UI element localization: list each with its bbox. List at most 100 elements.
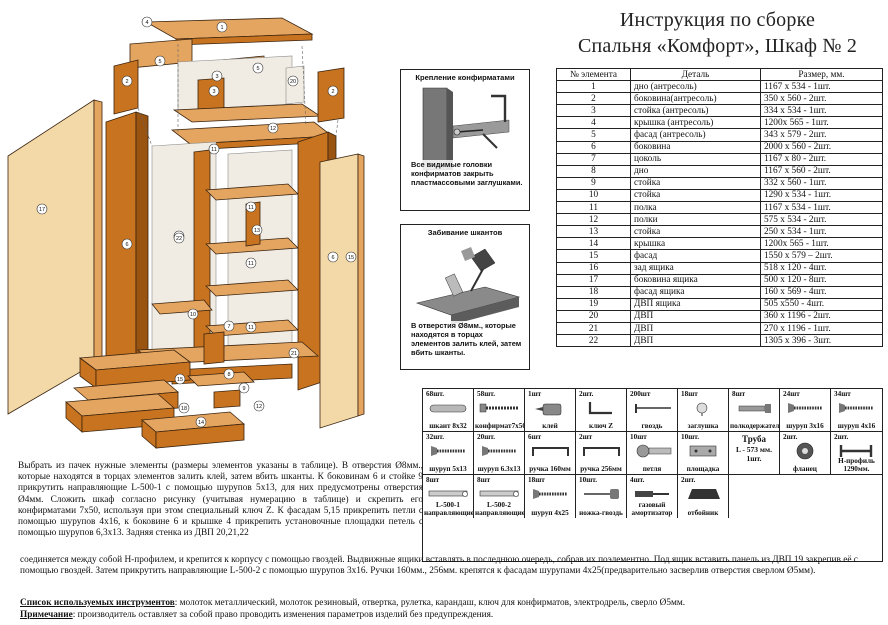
svg-text:8: 8 [227, 372, 230, 378]
svg-text:11: 11 [248, 325, 254, 331]
hardware-label: петля [642, 465, 662, 473]
hardware-quantity: 18шт [528, 476, 545, 484]
svg-text:11: 11 [211, 147, 217, 153]
svg-text:1: 1 [220, 25, 223, 31]
hardware-label: ручка 160мм [529, 465, 571, 473]
cell-part-name: цоколь [630, 152, 761, 166]
cell-part-name: ДВП [630, 309, 761, 323]
cell-element-number: 11 [556, 201, 631, 215]
hardware-label: заглушка [687, 422, 719, 430]
cell-part-size: 360 x 1196 - 2шт. [760, 309, 883, 323]
cell-element-number: 18 [556, 285, 631, 299]
svg-text:15: 15 [348, 255, 354, 261]
part-facade-right-door [319, 153, 359, 429]
part-number-3: 3 [208, 85, 220, 97]
svg-text:21: 21 [291, 351, 297, 357]
cell-element-number: 20 [556, 309, 631, 323]
cell-element-number: 19 [556, 297, 631, 311]
tools-text: : молоток металлический, молоток резинов… [174, 598, 686, 608]
cell-element-number: 16 [556, 261, 631, 275]
hardware-cell: 2шт. фланец [780, 432, 831, 475]
hardware-label: фланец [793, 465, 817, 473]
part-number-4: 4 [141, 16, 153, 28]
hardware-label: шуруп 3х16 [786, 422, 824, 430]
hardware-label: ключ Z [588, 422, 614, 430]
hardware-cell: 2шт.Н-профиль 1290мм. [831, 432, 882, 475]
svg-text:9: 9 [242, 386, 245, 392]
column-header-size: Размер, мм. [760, 67, 883, 82]
hardware-quantity: 32шт. [426, 433, 445, 441]
cell-part-name: фасад (антресоль) [630, 128, 761, 142]
cell-part-name: ДВП [630, 321, 761, 336]
cell-part-size: 1550 x 579 – 2шт. [760, 249, 883, 263]
assembly-instructions: Выбрать из пачек нужные элементы (размер… [18, 461, 423, 539]
hardware-sub-label: L-500-2 [487, 501, 511, 509]
detail-confirmat-box: Крепление конфирматами Все видимые голов… [400, 69, 530, 211]
hardware-label: площадка [686, 465, 720, 473]
svg-text:3: 3 [215, 74, 218, 80]
cell-part-name: боковина ящика [630, 273, 761, 287]
cell-part-size: 334 x 534 - 1шт. [760, 104, 883, 118]
dowel-detail-illustration [415, 247, 521, 325]
svg-text:4: 4 [145, 20, 148, 26]
part-number-15: 15 [345, 251, 357, 263]
hardware-quantity: 4шт. [630, 476, 645, 484]
document-subtitle: Спальня «Комфорт», Шкаф № 2 [577, 35, 858, 57]
cell-element-number: 10 [556, 188, 631, 203]
part-number-11: 11 [245, 257, 257, 269]
cell-part-name: фасад [630, 249, 761, 263]
part-number-18: 18 [178, 402, 190, 414]
part-number-1: 1 [216, 21, 228, 33]
part-number-8: 8 [223, 368, 235, 380]
hardware-label: полкодержатель [730, 422, 780, 430]
column-header-element-number: № элемента [556, 67, 631, 82]
cell-part-name: крышка [630, 237, 761, 251]
part-number-5: 5 [154, 55, 166, 67]
cell-element-number: 2 [556, 92, 631, 106]
cell-part-size: 505 x550 - 4шт. [760, 297, 883, 311]
detail-confirmat-note: Все видимые головки конфирматов закрыть … [411, 160, 523, 187]
svg-text:13: 13 [254, 228, 260, 234]
detail-dowels-note: В отверстия Ø8мм., которые находятся в т… [411, 321, 523, 357]
hardware-quantity: 10шт. [681, 433, 700, 441]
part-number-20: 20 [287, 75, 299, 87]
part-number-11: 11 [208, 143, 220, 155]
svg-text:20: 20 [290, 79, 296, 85]
hardware-label: шуруп 5х13 [429, 465, 467, 473]
cell-element-number: 22 [556, 334, 631, 348]
cell-part-size: 250 x 534 - 1шт. [760, 225, 883, 239]
hardware-quantity: 1шт. [746, 454, 762, 463]
hardware-quantity: 2шт. [834, 433, 849, 441]
hardware-quantity: 2шт [579, 433, 593, 441]
column-header-part: Деталь [630, 67, 761, 82]
cell-element-number: 1 [556, 80, 631, 94]
part-number-6: 6 [121, 238, 133, 250]
svg-text:5: 5 [256, 66, 259, 72]
hardware-cell: 10шт.ножка-гвоздь [576, 475, 627, 518]
part-number-2: 2 [327, 85, 339, 97]
hardware-quantity: 34шт [834, 390, 851, 398]
cell-element-number: 9 [556, 176, 631, 190]
cell-element-number: 6 [556, 140, 631, 154]
cell-part-size: 1200x 565 - 1шт. [760, 237, 883, 251]
hardware-quantity: 2шт. [783, 433, 798, 441]
svg-text:17: 17 [39, 207, 45, 213]
cell-part-name: стойка (антресоль) [630, 104, 761, 118]
hardware-quantity: 2шт. [681, 476, 696, 484]
hardware-cell: 2шт.отбойник [678, 475, 729, 518]
cell-part-size: 1305 x 396 - 3шт. [760, 334, 883, 348]
part-number-9: 9 [238, 382, 250, 394]
cell-element-number: 15 [556, 249, 631, 263]
